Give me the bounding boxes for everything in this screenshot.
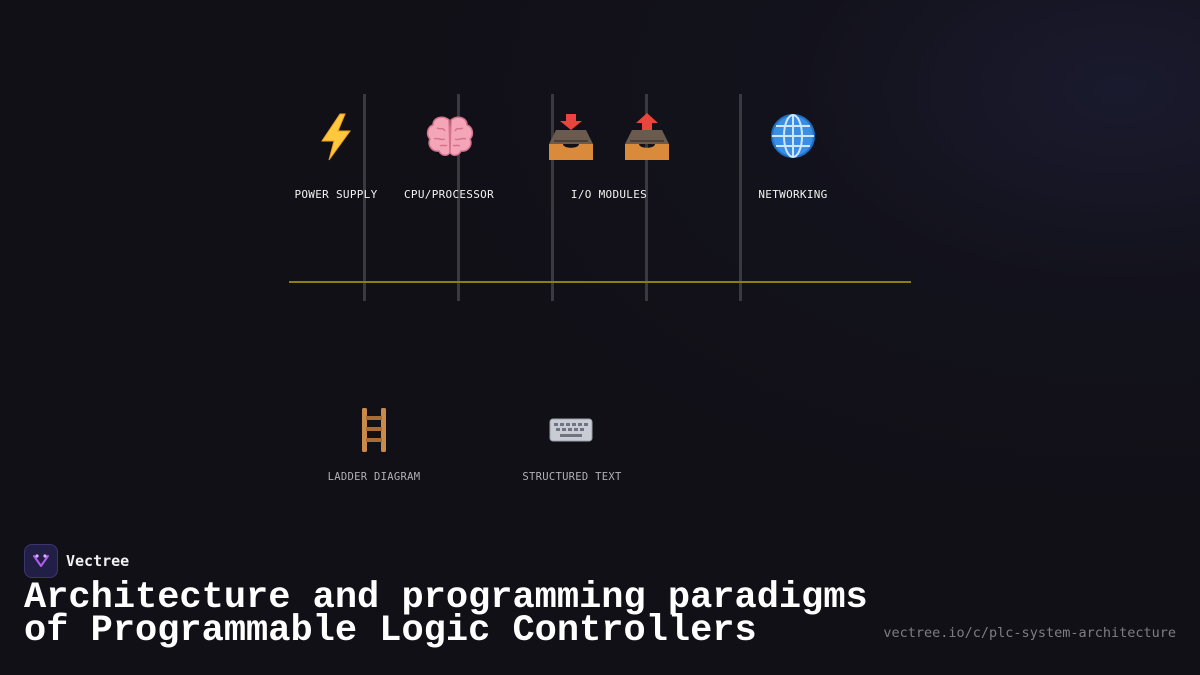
language-label-ladder: LADDER DIAGRAM: [327, 471, 421, 483]
rail-1: [363, 94, 366, 301]
brain-icon: [424, 112, 476, 160]
vectree-logo-icon: [24, 544, 58, 578]
module-label-cpu: CPU/PROCESSOR: [404, 188, 494, 201]
module-label-power-supply: POWER SUPPLY: [294, 188, 378, 201]
keyboard-icon: [548, 410, 594, 450]
backplane-bus: [289, 281, 911, 283]
inbox-down-icon: [545, 110, 597, 162]
globe-icon: [767, 110, 819, 162]
title-line-2: of Programmable Logic Controllers: [24, 610, 757, 652]
module-label-networking: NETWORKING: [758, 188, 828, 201]
source-url: vectree.io/c/plc-system-architecture: [883, 625, 1176, 641]
language-label-structured-text: STRUCTURED TEXT: [522, 471, 622, 483]
page-title: Architecture and programming paradigms o…: [24, 577, 868, 652]
lightning-bolt-icon: [312, 110, 360, 164]
rail-4: [645, 94, 648, 301]
ladder-icon: [354, 405, 394, 455]
brand: Vectree: [24, 544, 129, 578]
brand-name: Vectree: [66, 552, 130, 570]
rail-2: [457, 94, 460, 301]
rail-5: [739, 94, 742, 301]
title-line-1: Architecture and programming paradigms: [24, 577, 868, 619]
rail-3: [551, 94, 554, 301]
outbox-up-icon: [621, 110, 673, 162]
module-label-io: I/O MODULES: [570, 188, 648, 201]
